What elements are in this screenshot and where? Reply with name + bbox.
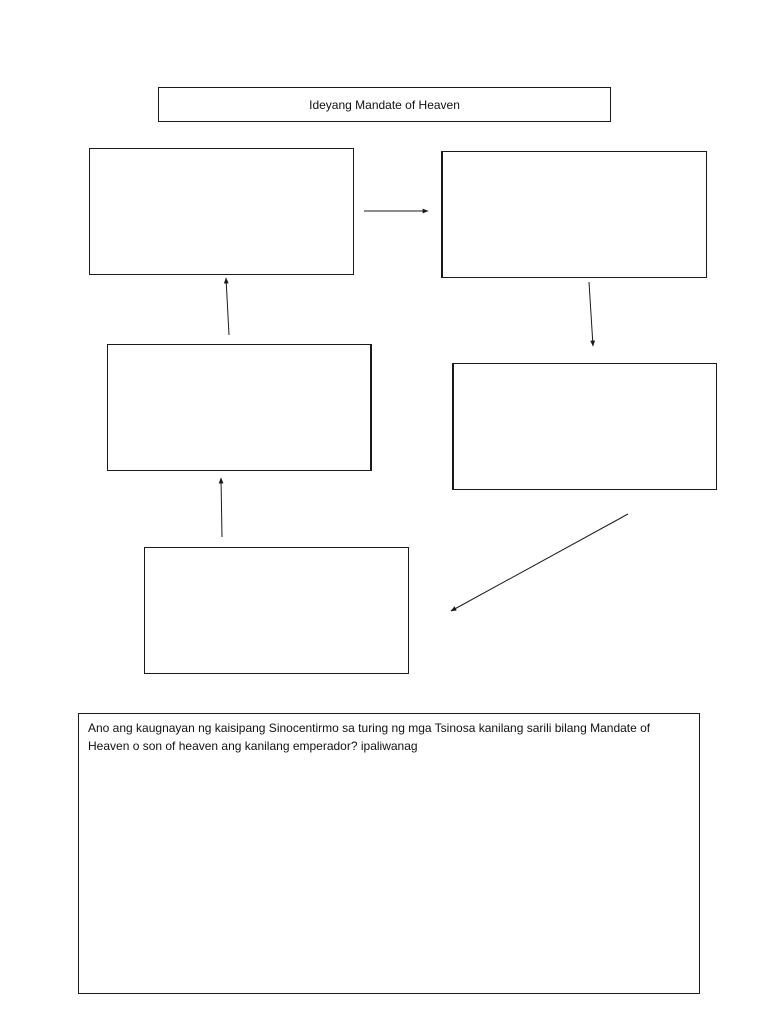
diagram-title-text: Ideyang Mandate of Heaven (309, 97, 460, 112)
cycle-box-3[interactable] (452, 363, 717, 490)
arrow-box2-to-box3 (588, 281, 596, 347)
question-text: Ano ang kaugnayan ng kaisipang Sinocenti… (88, 721, 651, 753)
arrow-box4-to-box5 (218, 477, 224, 538)
arrow-box3-to-box4 (450, 513, 629, 612)
diagram-title: Ideyang Mandate of Heaven (158, 87, 611, 122)
cycle-box-4[interactable] (144, 547, 409, 674)
cycle-box-1[interactable] (89, 148, 354, 275)
question-box[interactable]: Ano ang kaugnayan ng kaisipang Sinocenti… (78, 713, 700, 994)
cycle-box-5[interactable] (107, 344, 372, 471)
arrow-box5-to-box1 (223, 277, 230, 336)
cycle-box-2[interactable] (441, 151, 707, 278)
